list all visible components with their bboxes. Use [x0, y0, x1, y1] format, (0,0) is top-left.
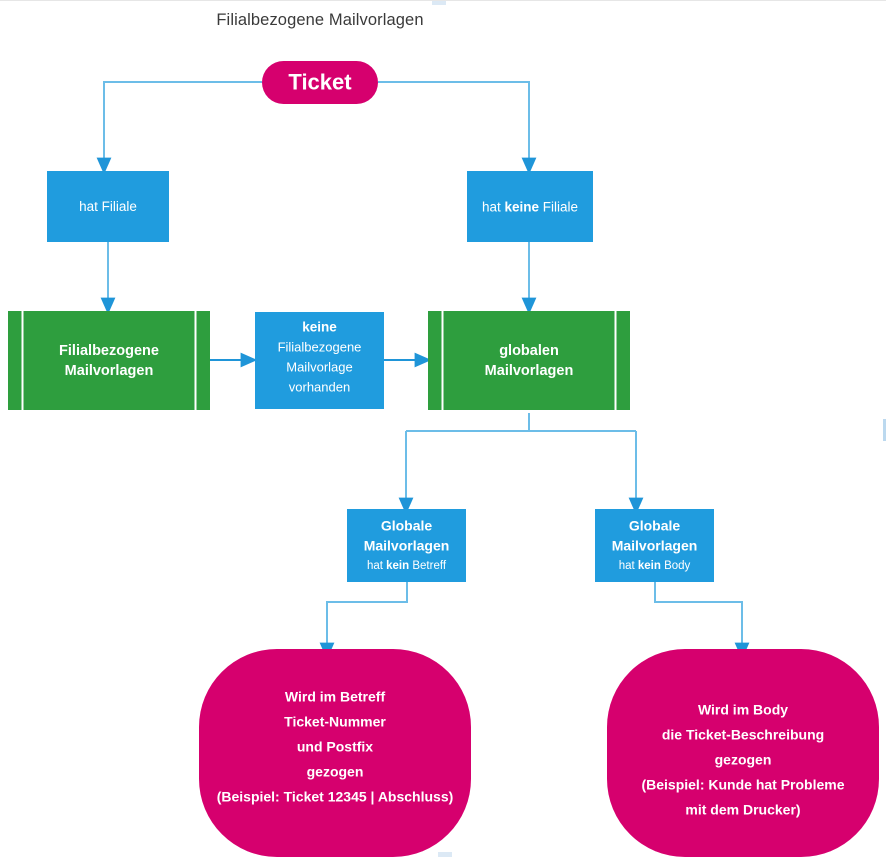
node-keine-vorlage[interactable]: keine Filialbezogene Mailvorlage vorhand…	[255, 312, 384, 409]
ticket-shape[interactable]	[262, 61, 378, 104]
keine-filiale-bold: keine	[504, 199, 539, 214]
edge-global-vorlagen-bus	[406, 413, 636, 432]
edge-ticket-to-keine-filiale	[378, 81, 537, 175]
filial-vorlagen-line2: Mailvorlagen	[65, 363, 154, 379]
keine-vorlage-line4: vorhanden	[289, 379, 350, 394]
kein-body-line1: Globale	[629, 518, 681, 534]
kein-betreff-sub-part1: hat	[367, 560, 386, 572]
global-vorlagen-line1: globalen	[499, 343, 559, 359]
body-result-line1: Wird im Body	[698, 702, 788, 718]
keine-filiale-part2: Filiale	[539, 199, 578, 214]
page-title: Filialbezogene Mailvorlagen	[216, 11, 424, 29]
kein-body-line2: Mailvorlagen	[612, 538, 698, 554]
body-result-line2: die Ticket-Beschreibung	[662, 727, 824, 743]
kein-betreff-line2: Mailvorlagen	[364, 538, 450, 554]
body-result-shape[interactable]	[607, 649, 879, 857]
kein-betreff-line1: Globale	[381, 518, 433, 534]
keine-filiale-part1: hat	[482, 199, 505, 214]
node-betreff-result[interactable]: Wird im Betreff Ticket-Nummer und Postfi…	[199, 649, 471, 857]
page-edge-marker-right	[883, 419, 886, 441]
kein-betreff-sub-bold: kein	[386, 560, 409, 572]
ticket-label: Ticket	[288, 69, 352, 94]
kein-betreff-shape[interactable]	[347, 509, 466, 582]
keine-vorlage-line3: Mailvorlage	[286, 359, 352, 374]
node-kein-betreff[interactable]: Globale Mailvorlagen hat kein Betreff	[347, 509, 466, 582]
body-result-line5: mit dem Drucker)	[685, 802, 800, 818]
keine-filiale-shape[interactable]	[467, 171, 593, 242]
body-result-line4: (Beispiel: Kunde hat Probleme	[641, 777, 844, 793]
keine-vorlage-line2: Filialbezogene	[278, 339, 362, 354]
betreff-result-line1: Wird im Betreff	[285, 689, 386, 705]
connectors	[96, 81, 750, 660]
node-filial-vorlagen[interactable]: Filialbezogene Mailvorlagen	[8, 311, 210, 410]
node-keine-filiale[interactable]: hat keine Filiale	[467, 171, 593, 242]
page-edge-marker-bottom	[438, 852, 452, 857]
keine-filiale-label: hat keine Filiale	[482, 199, 578, 214]
kein-body-sub: hat kein Body	[619, 560, 691, 572]
edge-ticket-to-hat-filiale	[96, 81, 262, 175]
edge-kein-body-to-body-result	[654, 582, 750, 660]
betreff-result-shape[interactable]	[199, 649, 471, 857]
kein-body-shape[interactable]	[595, 509, 714, 582]
node-body-result[interactable]: Wird im Body die Ticket-Beschreibung gez…	[607, 649, 879, 857]
global-vorlagen-shape[interactable]	[428, 311, 630, 410]
edge-kein-betreff-to-betreff-result	[319, 582, 408, 660]
kein-body-sub-part2: Body	[661, 560, 691, 572]
keine-vorlage-line1: keine	[302, 320, 337, 335]
kein-betreff-sub-part2: Betreff	[409, 560, 447, 572]
page-edge-marker-top	[432, 1, 446, 5]
body-result-line3: gezogen	[715, 752, 772, 768]
hat-filiale-shape[interactable]	[47, 171, 169, 242]
hat-filiale-label: hat Filiale	[79, 199, 137, 214]
node-hat-filiale[interactable]: hat Filiale	[47, 171, 169, 242]
betreff-result-line2: Ticket-Nummer	[284, 714, 386, 730]
keine-vorlage-shape[interactable]	[255, 312, 384, 409]
kein-body-sub-bold: kein	[638, 560, 661, 572]
node-kein-body[interactable]: Globale Mailvorlagen hat kein Body	[595, 509, 714, 582]
global-vorlagen-line2: Mailvorlagen	[485, 363, 574, 379]
node-ticket[interactable]: Ticket	[262, 61, 378, 104]
node-global-vorlagen[interactable]: globalen Mailvorlagen	[428, 311, 630, 410]
kein-betreff-sub: hat kein Betreff	[367, 560, 447, 572]
filial-vorlagen-line1: Filialbezogene	[59, 343, 159, 359]
betreff-result-line5: (Beispiel: Ticket 12345 | Abschluss)	[217, 789, 454, 805]
kein-body-sub-part1: hat	[619, 560, 638, 572]
betreff-result-line3: und Postfix	[297, 739, 373, 755]
filial-vorlagen-shape[interactable]	[8, 311, 210, 410]
betreff-result-line4: gezogen	[307, 764, 364, 780]
